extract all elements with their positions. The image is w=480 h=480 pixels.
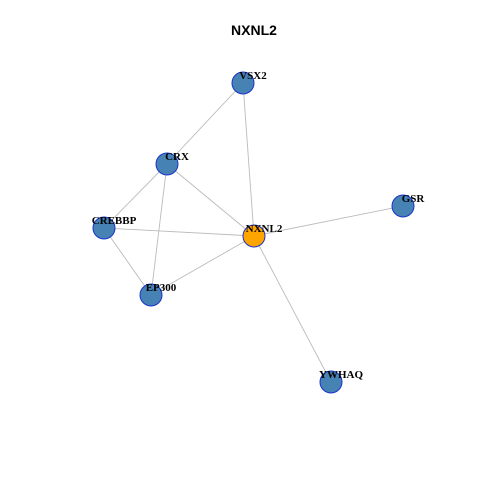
node-circle-ep300 [139, 283, 163, 307]
node-circle-ywhaq [319, 370, 343, 394]
node-crx: CRX [155, 151, 189, 176]
node-ep300: EP300 [139, 282, 177, 307]
node-label-crebbp: CREBBP [92, 215, 137, 227]
edge-nxnl2-ywhaq [253, 235, 332, 383]
node-vsx2: VSX2 [231, 70, 267, 95]
node-circle-gsr [391, 194, 415, 218]
edge-crebbp-nxnl2 [103, 227, 255, 237]
node-gsr: GSR [391, 193, 426, 218]
node-label-crx: CRX [165, 151, 189, 163]
node-circle-crx [155, 152, 179, 176]
edge-ep300-nxnl2 [150, 235, 255, 296]
edge-crx-crebbp [103, 163, 168, 229]
node-nxnl2: NXNL2 [242, 223, 283, 248]
node-ywhaq: YWHAQ [319, 369, 363, 394]
node-label-vsx2: VSX2 [239, 70, 267, 82]
node-label-nxnl2: NXNL2 [246, 223, 283, 235]
diagram-title: NXNL2 [231, 22, 277, 38]
node-circle-vsx2 [231, 71, 255, 95]
node-label-ep300: EP300 [146, 282, 177, 294]
edge-crebbp-ep300 [103, 227, 152, 296]
node-circle-crebbp [92, 216, 116, 240]
edge-vsx2-crx [166, 82, 244, 165]
edge-crx-nxnl2 [166, 163, 255, 237]
node-crebbp: CREBBP [92, 215, 137, 240]
edge-crx-ep300 [150, 163, 168, 296]
edge-nxnl2-gsr [253, 205, 404, 237]
node-circle-nxnl2 [242, 224, 266, 248]
node-label-gsr: GSR [402, 193, 426, 205]
edge-vsx2-nxnl2 [242, 82, 255, 237]
node-label-ywhaq: YWHAQ [319, 369, 363, 381]
edges-layer [103, 82, 404, 383]
